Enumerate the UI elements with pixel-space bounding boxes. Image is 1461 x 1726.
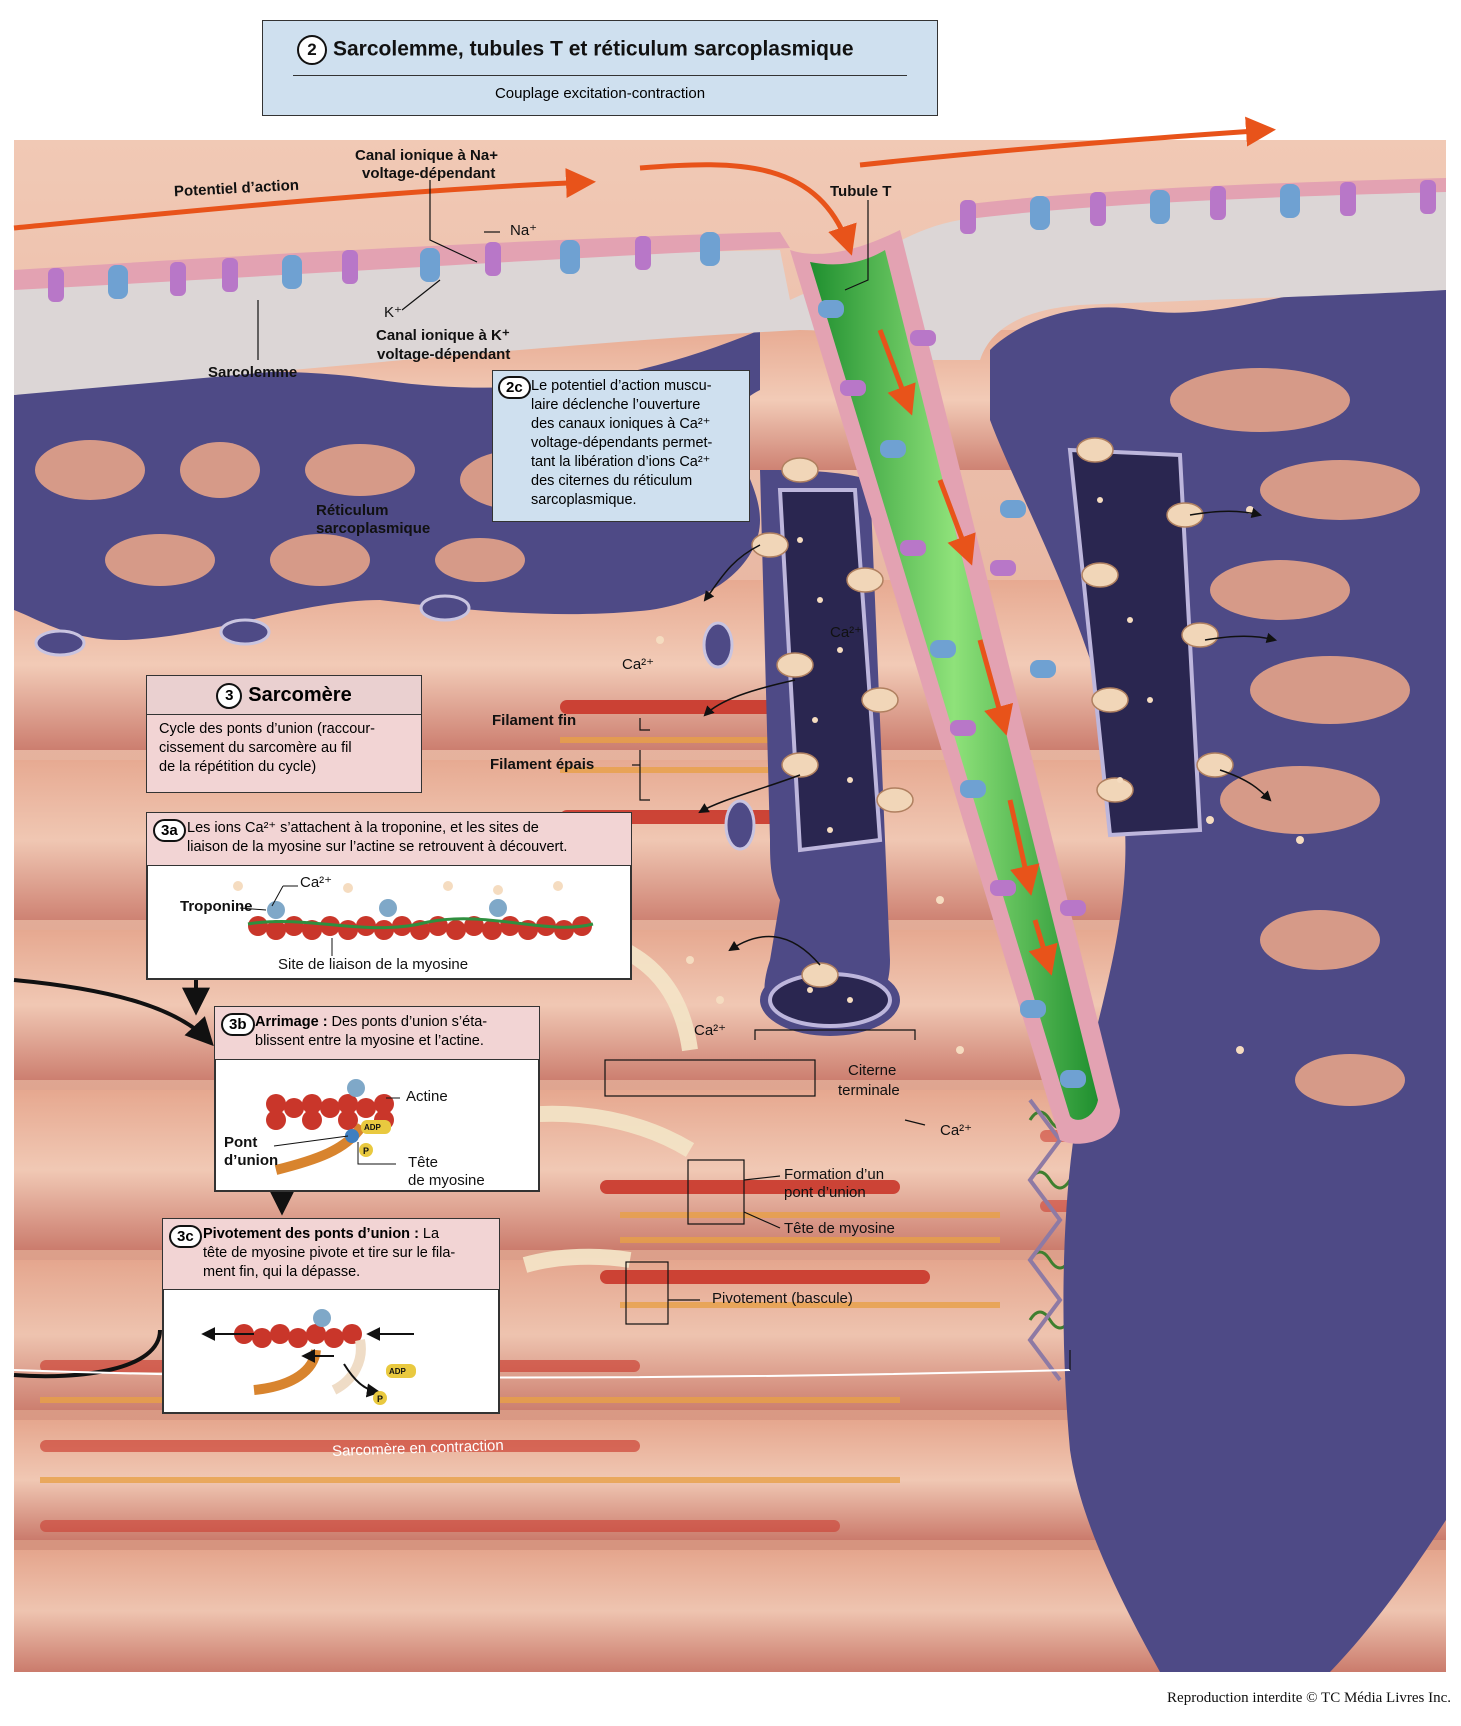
step2c-line-3: des canaux ioniques à Ca²⁺: [531, 416, 711, 432]
step3c-illustration: ADP P: [201, 1309, 416, 1405]
step3a-line-2: liaison de la myosine sur l’actine se re…: [187, 839, 568, 855]
sarcoplasmic-reticulum-right: [990, 290, 1446, 1672]
label-ca-1: Ca²⁺: [830, 624, 863, 641]
label-reticulum-1: Réticulum: [316, 502, 389, 519]
label-formation-1: Formation d’un: [784, 1166, 885, 1183]
label-tubule-t: Tubule T: [830, 183, 892, 200]
label-ca-2: Ca²⁺: [622, 656, 655, 673]
label-formation-2: pont d’union: [784, 1184, 866, 1201]
step2c-line-2: laire déclenche l’ouverture: [531, 397, 701, 413]
ion-channels: [48, 180, 1436, 302]
step3b-title: Arrimage :: [255, 1014, 328, 1030]
step3c-inset: ADP P: [163, 1289, 499, 1413]
step3b-adp: ADP: [364, 1123, 382, 1132]
step3c-line-1: La: [418, 1226, 440, 1242]
section3-line-1: Cycle des ponts d’union (raccour-: [159, 721, 375, 737]
calcium-callout-arrows: [698, 507, 1278, 966]
label-tete-myosine: Tête de myosine: [784, 1220, 895, 1237]
section2-divider: [293, 75, 907, 76]
label-ca-4: Ca²⁺: [940, 1122, 973, 1139]
step3b-tag: 3b: [221, 1013, 255, 1036]
step3a-line-1: Les ions Ca²⁺ s’attachent à la troponine…: [187, 820, 539, 836]
step2c-line-5: tant la libération d’ions Ca²⁺: [531, 454, 711, 470]
step3b-p: P: [363, 1146, 369, 1156]
section2-subtitle: Couplage excitation-contraction: [494, 85, 706, 102]
label-citerne-2: terminale: [838, 1082, 900, 1099]
label-canal-k-2: voltage-dépendant: [377, 346, 511, 363]
step2c-line-1: Le potentiel d’action muscu-: [531, 378, 712, 394]
step3a-troponine-label: Troponine: [180, 898, 253, 915]
step3a-ca-label: Ca²⁺: [300, 874, 333, 891]
label-sarcolemme: Sarcolemme: [208, 364, 298, 381]
section2-title: Sarcolemme, tubules T et réticulum sarco…: [333, 37, 854, 61]
step3b-tete-label-1: Tête: [408, 1154, 439, 1171]
step2c-line-4: voltage-dépendants permet-: [531, 435, 713, 451]
step3b-actine-label: Actine: [406, 1088, 448, 1105]
action-potential-arrows: [13, 116, 1276, 976]
leader-lines: [13, 180, 1071, 1379]
step3c-line-2: tête de myosine pivote et tire sur le fi…: [203, 1245, 456, 1261]
label-ca-3: Ca²⁺: [694, 1022, 727, 1039]
label-canal-na-1: Canal ionique à Na+: [355, 147, 498, 164]
step3c-p: P: [377, 1394, 383, 1404]
section3-line-3: de la répétition du cycle): [159, 759, 317, 775]
label-citerne-1: Citerne: [848, 1062, 897, 1079]
sarcolemma-band: [14, 178, 1446, 395]
step3c-line-3: ment fin, qui la dépasse.: [203, 1264, 361, 1280]
label-pivotement: Pivotement (bascule): [712, 1290, 853, 1307]
step3b-inset: ADP P Actine Pont d’union Tête de myosin…: [215, 1059, 539, 1191]
step2c-line-7: sarcoplasmique.: [531, 492, 637, 508]
step3a-site-label: Site de liaison de la myosine: [278, 956, 469, 973]
step3c-box: 3c Pivotement des ponts d’union : La têt…: [162, 1218, 500, 1414]
t-tubule: [790, 230, 1120, 1144]
step3a-box: 3a Les ions Ca²⁺ s’attachent à la tropon…: [146, 812, 632, 980]
t-tubule-channels: [818, 300, 1086, 1088]
label-filament-epais: Filament épais: [490, 756, 595, 773]
label-filament-fin: Filament fin: [492, 712, 577, 729]
step3a-inset: Ca²⁺ Troponine Site de liaison de la myo…: [147, 865, 631, 979]
calcium-release-channels: [751, 437, 1234, 988]
step2c-box: 2c Le potentiel d’action muscu- laire dé…: [492, 370, 750, 522]
label-k-ion: K⁺: [384, 304, 402, 321]
step3b-box: 3b Arrimage : Des ponts d’union s’éta- b…: [214, 1006, 540, 1192]
step3b-illustration: ADP P: [266, 1079, 400, 1175]
step3b-pont-label-1: Pont: [224, 1134, 258, 1151]
section3-line-2: cissement du sarcomère au fil: [159, 740, 352, 756]
step2c-tag: 2c: [498, 376, 531, 399]
label-canal-na-2: voltage-dépendant: [362, 165, 496, 182]
step3c-tag: 3c: [169, 1225, 202, 1248]
label-canal-k-1: Canal ionique à K⁺: [376, 327, 510, 344]
section3-title: Sarcomère: [248, 684, 352, 706]
step3a-illustration: [233, 881, 594, 956]
label-na-ion: Na⁺: [510, 222, 538, 239]
section3-number: 3: [216, 682, 243, 709]
step3b-line-2: blissent entre la myosine et l’actine.: [255, 1033, 484, 1049]
label-reticulum-2: sarcoplasmique: [316, 520, 431, 537]
step3c-adp: ADP: [389, 1367, 407, 1376]
copyright-notice: Reproduction interdite © TC Média Livres…: [1167, 1690, 1451, 1706]
section2-number: 2: [297, 35, 327, 65]
step3b-pont-label-2: d’union: [224, 1152, 279, 1169]
z-line: [1027, 1098, 1063, 1382]
step3c-title: Pivotement des ponts d’union :: [203, 1226, 419, 1242]
step2c-line-6: des citernes du réticulum: [531, 473, 693, 489]
step3b-tete-label-2: de myosine: [408, 1172, 485, 1189]
step3b-line-1: Des ponts d’union s’éta-: [327, 1014, 488, 1030]
step3a-tag: 3a: [153, 819, 186, 842]
